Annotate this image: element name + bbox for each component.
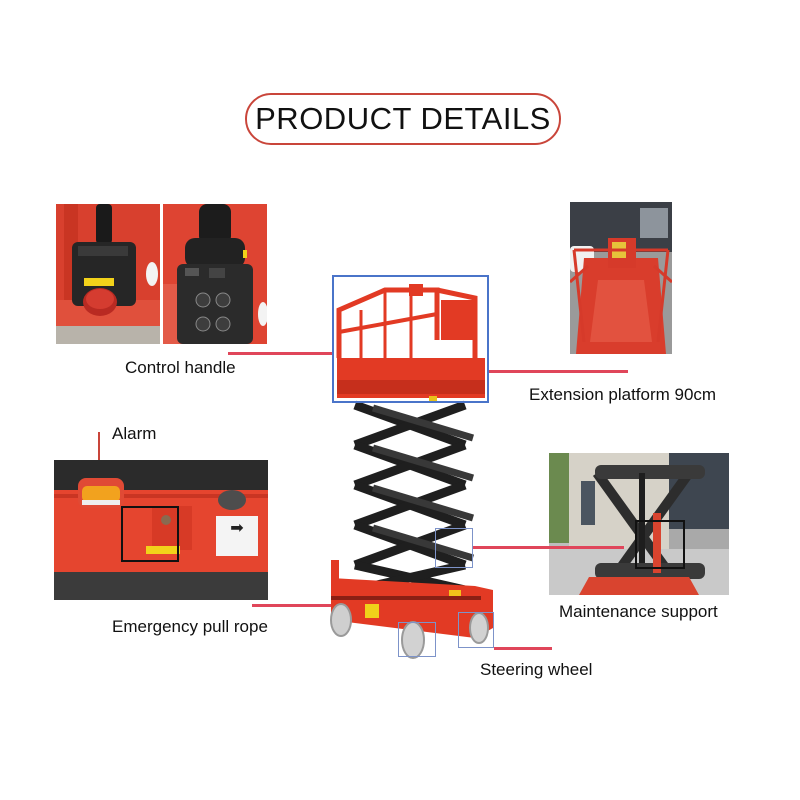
maintenance-support-highlight xyxy=(635,520,685,569)
scissor-lift-main-image xyxy=(325,270,495,660)
joystick-panel-illustration xyxy=(163,204,267,344)
control-handle-label: Control handle xyxy=(125,358,236,377)
extension-platform-label: Extension platform 90cm xyxy=(529,385,717,404)
control-handle-photo-left xyxy=(56,204,160,344)
page-title-text: PRODUCT DETAILS xyxy=(255,101,551,136)
svg-text:➡: ➡ xyxy=(230,520,243,537)
steering-wheel-label: Steering wheel xyxy=(480,660,593,679)
platform-deck-illustration xyxy=(570,202,672,354)
maintenance-support-label: Maintenance support xyxy=(559,602,718,621)
extension-platform-photo xyxy=(570,202,672,354)
emergency-pull-rope-highlight xyxy=(121,506,179,562)
page-title: PRODUCT DETAILS xyxy=(245,93,561,145)
scissor-lift-illustration xyxy=(330,284,493,659)
emergency-stop-box-illustration xyxy=(56,204,160,344)
maintenance-support-connector-line xyxy=(472,546,624,549)
steering-wheel-highlight-left xyxy=(398,622,436,657)
control-handle-connector-line xyxy=(228,352,332,355)
emergency-pull-rope-connector-line xyxy=(252,604,332,607)
extension-platform-connector-line xyxy=(488,370,628,373)
alarm-label: Alarm xyxy=(112,424,157,443)
control-handle-photo-right xyxy=(163,204,267,344)
scissor-arms-illustration xyxy=(549,453,729,595)
maintenance-support-main-highlight xyxy=(435,528,473,568)
steering-wheel-highlight-right xyxy=(458,612,494,648)
extension-platform-highlight xyxy=(332,275,489,403)
alarm-emergency-photo: ➡ xyxy=(54,460,268,600)
emergency-pull-rope-label: Emergency pull rope xyxy=(112,617,268,636)
alarm-light-illustration: ➡ xyxy=(54,460,268,600)
steering-wheel-connector-line xyxy=(494,647,552,650)
maintenance-support-photo xyxy=(549,453,729,595)
